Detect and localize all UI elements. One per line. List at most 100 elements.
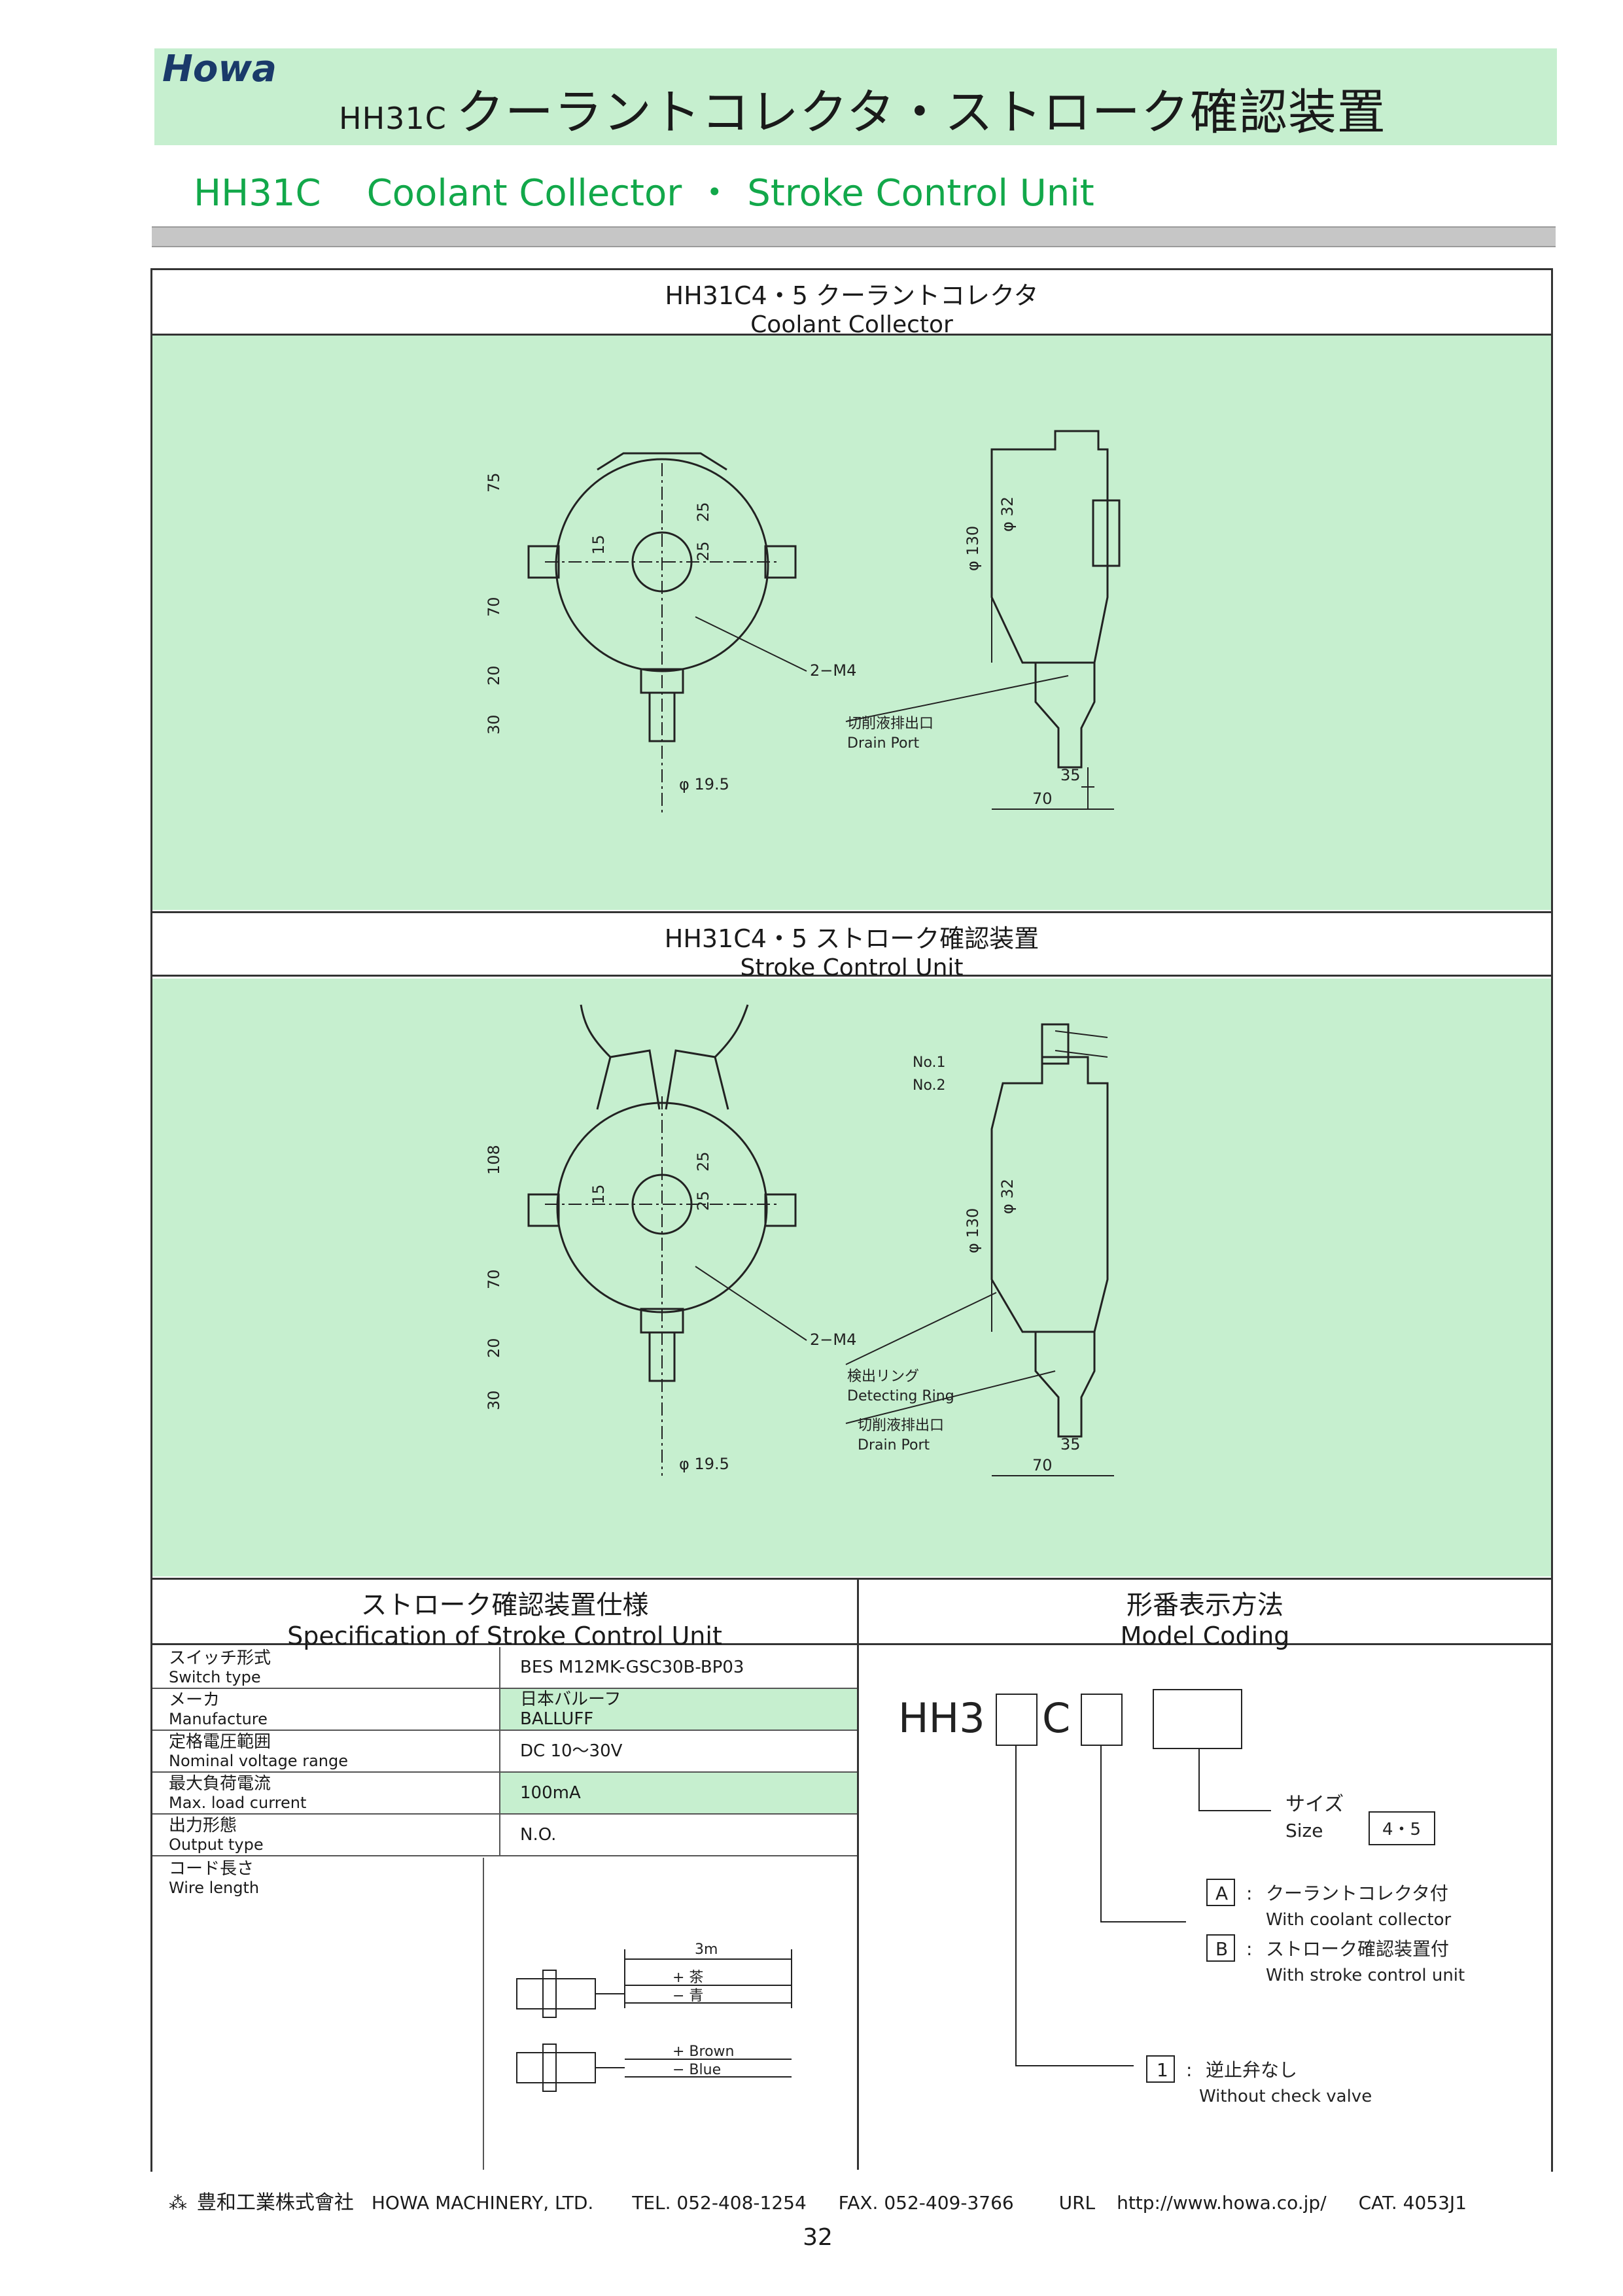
stroke-control-svg: 108 70 20 30 15 25 25 2−M4 φ 19.5 φ 130 … [485,1004,1114,1476]
page-number: 32 [803,2224,833,2251]
title-jp-text: クーラントコレクタ・ストローク確認装置 [455,84,1386,141]
company-jp: 豊和工業株式會社 [196,2191,354,2214]
cable-left [580,1004,612,1058]
left-clamp [527,545,560,579]
section2-caption-jp: HH31C4・5 ストローク確認装置 [664,924,1039,953]
unit-dim-35: 35 [1060,1435,1081,1453]
m4-leader [695,616,807,672]
spec-key-jp: 出力形態 [169,1816,237,1835]
company-mark-icon: ⁂ [169,2192,187,2214]
spec-key-jp: 最大負荷電流 [169,1774,271,1794]
coolant-collector-svg: 75 70 20 30 15 25 25 2−M4 φ 19.5 φ 130 φ… [485,430,1121,813]
code-mid: C [1042,1694,1070,1742]
label-no1: No.1 [913,1054,946,1071]
unit-dim-30: 30 [485,1390,503,1410]
option-1-jp: 逆止弁なし [1206,2059,1297,2081]
top-bracket [597,452,727,471]
option-a-jp: クーラントコレクタ付 [1266,1883,1448,1904]
coding-head-jp: 形番表示方法 [1126,1590,1283,1620]
dim-phi-130: φ 130 [964,526,982,571]
sensor-2-nut [542,2044,557,2092]
option-a-code: A [1215,1883,1228,1904]
url-link[interactable]: http://www.howa.co.jp/ [1117,2192,1327,2214]
model-coding-diagram: HH3 C サイズ Size 4・5 A : クーラントコレクタ付 With c… [898,1689,1465,2106]
unit-dim-25-a: 25 [694,1151,712,1172]
unit-drain-en: Drain Port [858,1437,930,1453]
unit-dim-70: 70 [485,1269,503,1289]
unit-drain-leader [845,1370,1056,1424]
option-a-en: With coolant collector [1266,1910,1452,1930]
spec-head-jp: ストローク確認装置仕様 [360,1590,649,1620]
wire-length-key: コード長さ Wire length [169,1859,259,1897]
dim-70-b: 70 [1032,790,1053,808]
option-1-en: Without check valve [1199,2087,1372,2106]
spec-value: N.O. [500,1814,857,1856]
url-label: URL [1058,2192,1096,2214]
section2-caption: HH31C4・5 ストローク確認装置 Stroke Control Unit [152,911,1551,981]
title-en-dot: ・ [696,172,733,215]
spec-key-jp: スイッチ形式 [169,1648,271,1668]
code-box-3 [1153,1689,1242,1749]
title-model: HH31C [339,101,447,136]
option-b-code: B [1215,1938,1228,1960]
wire-key-jp: コード長さ [169,1859,254,1879]
unit-dim-25-b: 25 [694,1191,712,1211]
ring-leader [845,1292,997,1365]
title-en-b: Stroke Control Unit [747,172,1094,215]
bottom-divider [857,1578,859,2170]
header-band [154,48,1557,145]
switch-left [596,1049,661,1110]
dim-70: 70 [485,597,503,617]
code-box-1 [996,1694,1038,1746]
spec-key-en: Nominal voltage range [169,1752,348,1770]
code-line-size [1198,1748,1271,1811]
wire-minus-jp: − 青 [672,1988,703,2004]
spec-header: ストローク確認装置仕様 Specification of Stroke Cont… [152,1580,859,1650]
drain-jp: 切削液排出口 [847,716,934,732]
dim-75: 75 [485,472,503,493]
wire-plus-en: + Brown [672,2044,734,2060]
option-1-colon: : [1186,2059,1192,2081]
unit-dim-phi-32: φ 32 [998,1179,1017,1214]
option-b-en: With stroke control unit [1266,1966,1465,1985]
spec-key-en: Output type [169,1835,264,1854]
side-view-body [990,430,1109,664]
coding-head-en: Model Coding [1120,1622,1290,1650]
unit-dim-20: 20 [485,1338,503,1358]
sensor-1-nut [542,1970,557,2018]
side-view-port [1092,499,1121,567]
section1-caption: HH31C4・5 クーラントコレクタ Coolant Collector [152,270,1551,338]
dim-20: 20 [485,665,503,686]
unit-side-nozzle [1034,1332,1096,1438]
tel: TEL. 052-408-1254 [632,2192,807,2214]
switch-right [665,1049,729,1110]
section1-caption-en: Coolant Collector [750,311,953,338]
spec-key-jp: メーカ [169,1690,220,1710]
coding-header: 形番表示方法 Model Coding [859,1580,1551,1650]
spec-head-en: Specification of Stroke Control Unit [287,1622,722,1650]
wire-cell-divider [483,1858,484,2170]
unit-side-switch [1041,1023,1070,1065]
option-b-colon: : [1246,1938,1252,1960]
spec-value-en: BALLUFF [520,1709,594,1729]
wire-length: 3m [695,1941,718,1958]
spec-value: 100mA [500,1772,857,1815]
dim-15: 15 [589,534,608,555]
unit-dim-m4: 2−M4 [810,1331,856,1349]
unit-dim-phi-19-5: φ 19.5 [679,1455,729,1473]
wire-minus-en: − Blue [672,2062,721,2078]
option-1-box [1146,2055,1175,2083]
size-en: Size [1285,1820,1323,1841]
wire-diagram: 3m + 茶 − 青 + Brown − Blue [516,1941,792,2092]
no2-leader [1055,1050,1108,1058]
dim-m4: 2−M4 [810,661,856,680]
option-b-box [1206,1934,1235,1962]
size-jp: サイズ [1285,1793,1344,1816]
